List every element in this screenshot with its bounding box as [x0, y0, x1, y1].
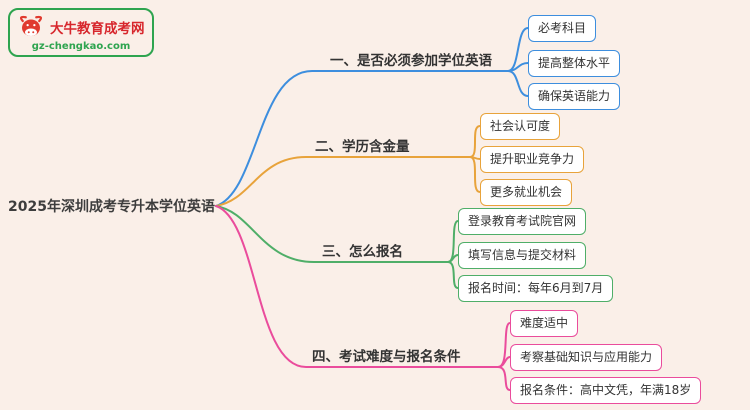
logo-url: gz-chengkao.com — [31, 41, 131, 52]
site-logo: 大牛教育成考网 gz-chengkao.com — [8, 8, 154, 57]
node-social-recognition: 社会认可度 — [480, 113, 561, 140]
node-difficulty-moderate: 难度适中 — [510, 310, 579, 337]
node-job-opportunities: 更多就业机会 — [480, 179, 573, 206]
node-fill-info: 填写信息与提交材料 — [458, 242, 587, 269]
bull-icon — [19, 15, 43, 36]
branch-label-3: 三、怎么报名 — [322, 244, 403, 260]
node-signup-conditions: 报名条件：高中文凭，年满18岁 — [510, 377, 702, 404]
branch-label-4: 四、考试难度与报名条件 — [312, 349, 461, 365]
node-exam-basics: 考察基础知识与应用能力 — [510, 344, 663, 371]
node-improve-level: 提高整体水平 — [528, 50, 621, 77]
logo-title: 大牛教育成考网 — [50, 21, 145, 37]
branch-label-2: 二、学历含金量 — [315, 139, 410, 155]
node-ensure-english: 确保英语能力 — [528, 83, 621, 110]
node-must-subject: 必考科目 — [528, 15, 597, 42]
branch-label-1: 一、是否必须参加学位英语 — [330, 53, 492, 69]
node-login-website: 登录教育考试院官网 — [458, 208, 587, 235]
root-node: 2025年深圳成考专升本学位英语 — [8, 199, 215, 215]
node-signup-time: 报名时间：每年6月到7月 — [458, 275, 614, 302]
node-career-competitive: 提升职业竞争力 — [480, 146, 585, 173]
